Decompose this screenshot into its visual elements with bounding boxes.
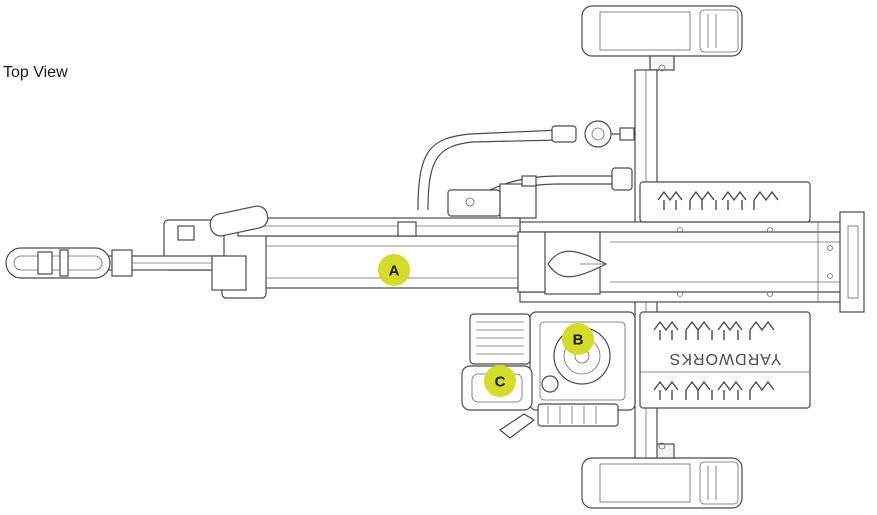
upper-wheel	[581, 5, 743, 72]
tow-hitch	[5, 247, 247, 291]
callout-a-label: A	[389, 263, 400, 280]
upper-tray	[639, 181, 811, 223]
callout-a: A	[378, 254, 410, 286]
brand-text: YARDWORKS	[669, 350, 782, 367]
hydraulic-hoses	[417, 120, 636, 219]
callout-b: B	[562, 323, 594, 355]
callout-c-label: C	[495, 374, 506, 391]
lower-tray: YARDWORKS	[639, 311, 811, 409]
lower-wheel	[581, 442, 743, 509]
callout-b-label: B	[573, 332, 584, 349]
splitting-wedge	[544, 231, 608, 295]
callout-c: C	[484, 365, 516, 397]
view-caption: Top View	[3, 64, 68, 81]
